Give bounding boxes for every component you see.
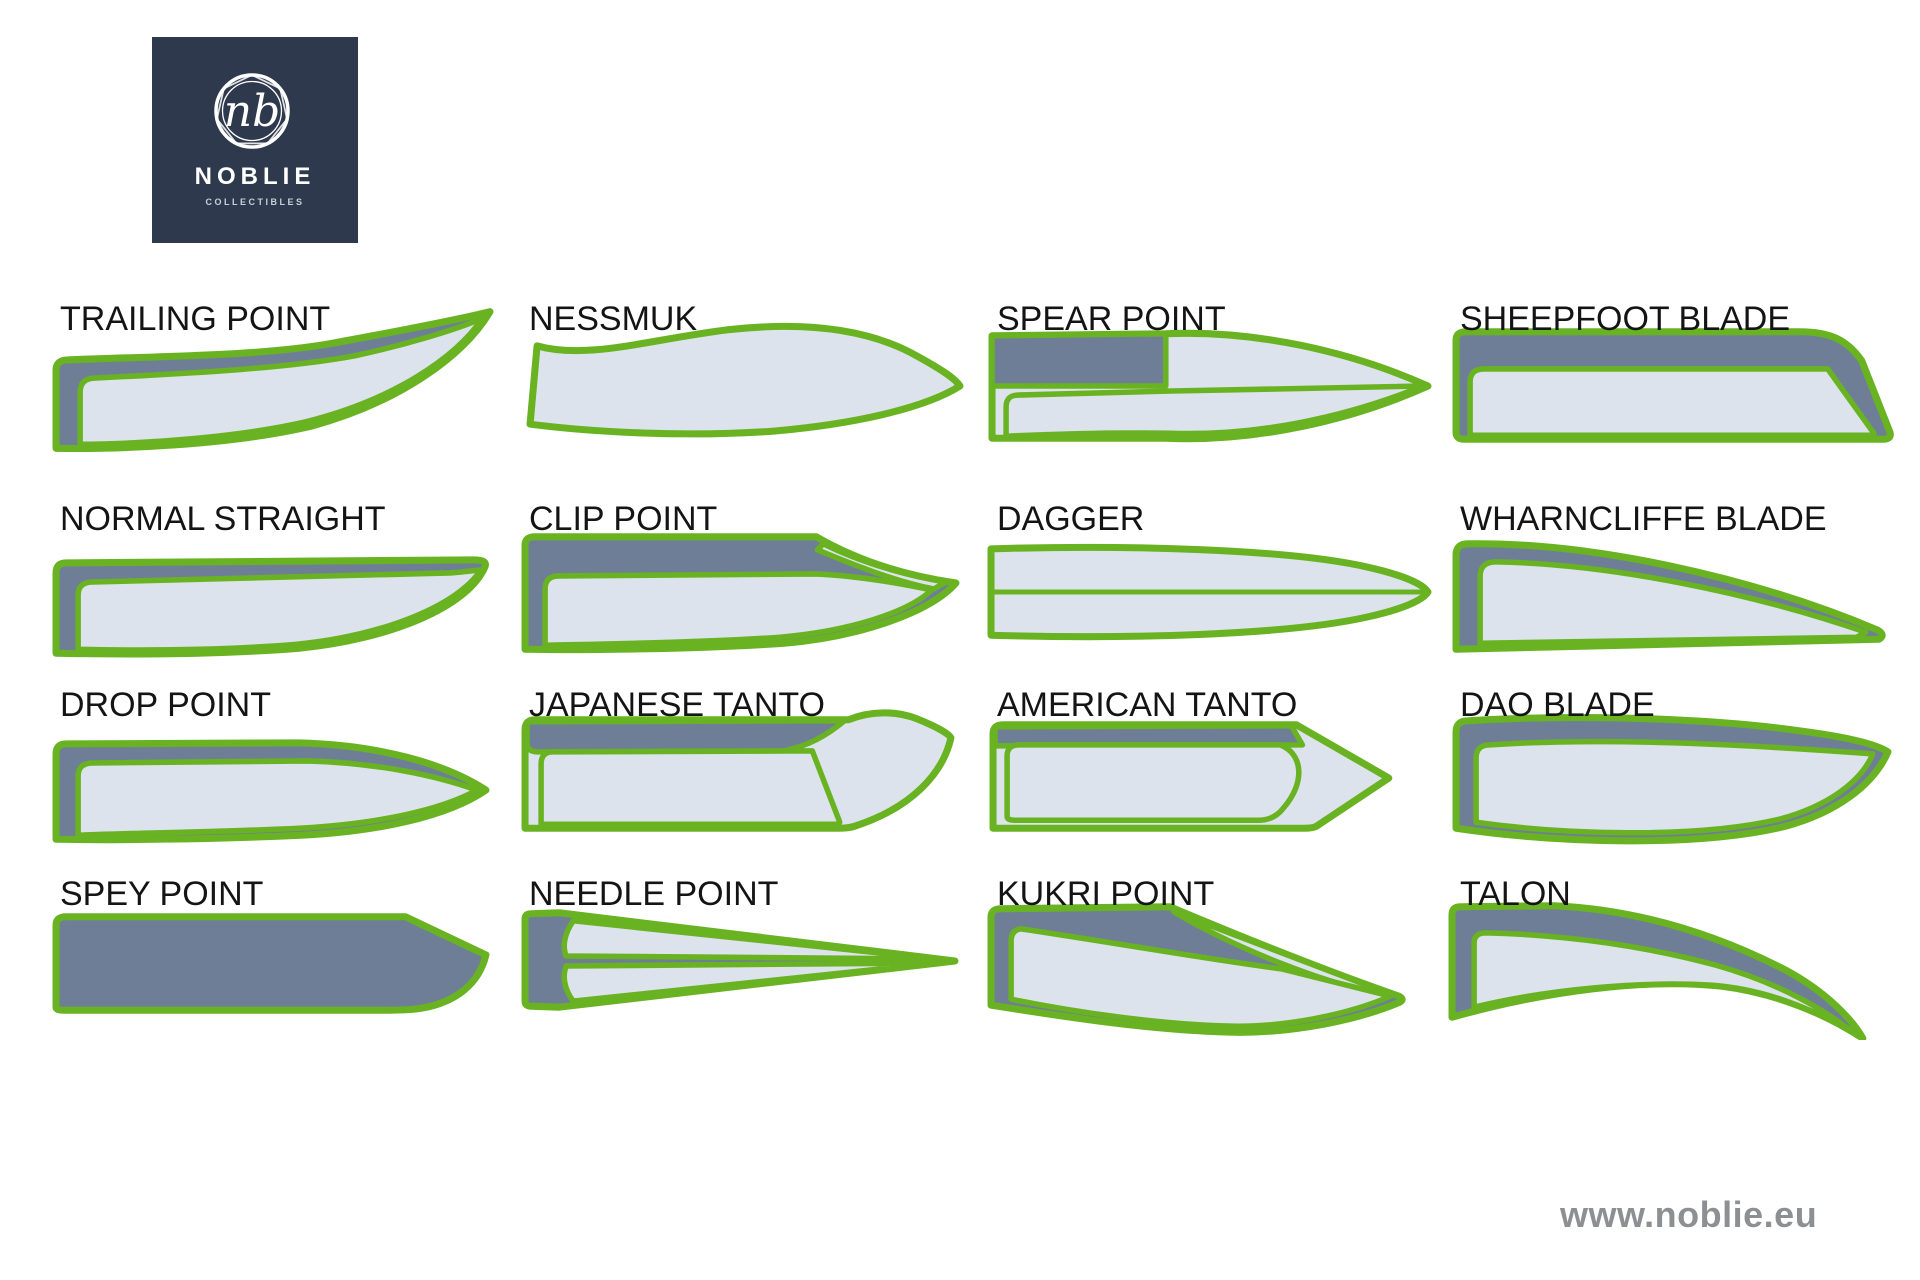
blade-label: JAPANESE TANTO <box>529 686 826 724</box>
blade-label: WHARNCLIFFE BLADE <box>1460 500 1827 538</box>
blade-bevel <box>538 748 843 827</box>
talon-blade-drawing <box>1448 902 1867 1040</box>
blade-cell-spear-point: SPEAR POINT <box>985 297 1447 542</box>
needle-point-blade-drawing <box>521 909 959 1011</box>
japanese-tanto-blade-drawing <box>521 709 955 832</box>
blade-bevel <box>1471 930 1855 1036</box>
blade-spine <box>992 723 1306 749</box>
blade-cell-dagger: DAGGER <box>985 497 1447 742</box>
blade-bevel <box>1004 742 1302 823</box>
nessmuk-blade-drawing <box>526 322 964 438</box>
blade-cell-drop-point: DROP POINT <box>48 683 510 928</box>
blade-bevel <box>1473 738 1876 836</box>
blade-cell-sheepfoot: SHEEPFOOT BLADE <box>1448 297 1910 542</box>
blade-outline <box>526 322 964 438</box>
trailing-point-blade-drawing <box>52 308 494 452</box>
dao-blade-drawing <box>1452 713 1892 845</box>
american-tanto-blade-drawing <box>989 721 1393 832</box>
blade-bevel <box>1008 926 1394 1030</box>
clip-point-blade-drawing <box>521 533 960 654</box>
noblie-emblem-icon: nb <box>214 73 290 149</box>
blade-bevel <box>1003 383 1426 440</box>
blade-label: SHEEPFOOT BLADE <box>1460 300 1791 338</box>
blade-label: TRAILING POINT <box>60 300 331 338</box>
blade-bevel <box>75 758 480 839</box>
blade-upper-facet <box>561 918 940 962</box>
dagger-blade-drawing <box>987 543 1432 641</box>
blade-label: NEEDLE POINT <box>529 875 779 913</box>
blade-label: SPEY POINT <box>60 875 264 913</box>
logo-monogram: nb <box>224 86 281 137</box>
website-url: www.noblie.eu <box>1560 1194 1818 1235</box>
blade-outline <box>52 913 490 1014</box>
normal-straight-blade-drawing <box>52 556 489 658</box>
blade-spine <box>989 331 1169 389</box>
blade-cell-nessmuk: NESSMUK <box>517 297 979 542</box>
blade-label: TALON <box>1460 875 1571 913</box>
blade-label: SPEAR POINT <box>997 300 1226 338</box>
blade-cell-dao: DAO BLADE <box>1448 683 1910 928</box>
blade-label: KUKRI POINT <box>997 875 1215 913</box>
blade-lower-facet <box>561 960 940 1004</box>
blade-cell-spey-point: SPEY POINT <box>48 872 510 1117</box>
blade-bevel <box>77 314 486 448</box>
blade-label: NESSMUK <box>529 300 698 338</box>
logo-tagline-text: COLLECTIBLES <box>205 197 305 207</box>
blade-cell-needle-point: NEEDLE POINT <box>517 872 979 1117</box>
blade-cell-japanese-tanto: JAPANESE TANTO <box>517 683 979 928</box>
blade-cell-wharncliffe: WHARNCLIFFE BLADE <box>1448 497 1910 742</box>
drop-point-blade-drawing <box>52 739 490 844</box>
blade-bevel <box>1477 559 1869 647</box>
emblem-inner-ring <box>221 80 283 142</box>
noblie-logo: nb NOBLIE COLLECTIBLES <box>152 37 358 243</box>
blade-label: DROP POINT <box>60 686 271 724</box>
blade-label: AMERICAN TANTO <box>997 686 1298 724</box>
blade-cell-american-tanto: AMERICAN TANTO <box>985 683 1447 928</box>
logo-brand-text: NOBLIE <box>194 163 316 190</box>
blade-cell-kukri-point: KUKRI POINT <box>985 872 1447 1117</box>
blade-cell-trailing-point: TRAILING POINT <box>48 297 510 542</box>
blade-label: CLIP POINT <box>529 500 718 538</box>
blade-bevel <box>75 567 484 653</box>
blade-label: DAO BLADE <box>1460 686 1655 724</box>
spear-point-blade-drawing <box>988 329 1432 443</box>
sheepfoot-blade-drawing <box>1452 328 1894 443</box>
blade-cell-normal-straight: NORMAL STRAIGHT <box>48 497 510 742</box>
blade-label: NORMAL STRAIGHT <box>60 500 386 538</box>
emblem-facet-ring <box>215 74 289 145</box>
blade-cell-clip-point: CLIP POINT <box>517 497 979 742</box>
spey-point-blade-drawing <box>52 913 490 1014</box>
blade-cell-talon: TALON <box>1448 872 1910 1117</box>
blade-bevel <box>542 571 935 649</box>
wharncliffe-blade-drawing <box>1452 540 1886 653</box>
blade-bevel <box>1467 366 1877 439</box>
kukri-point-blade-drawing <box>987 903 1406 1036</box>
blade-label: DAGGER <box>997 500 1145 538</box>
